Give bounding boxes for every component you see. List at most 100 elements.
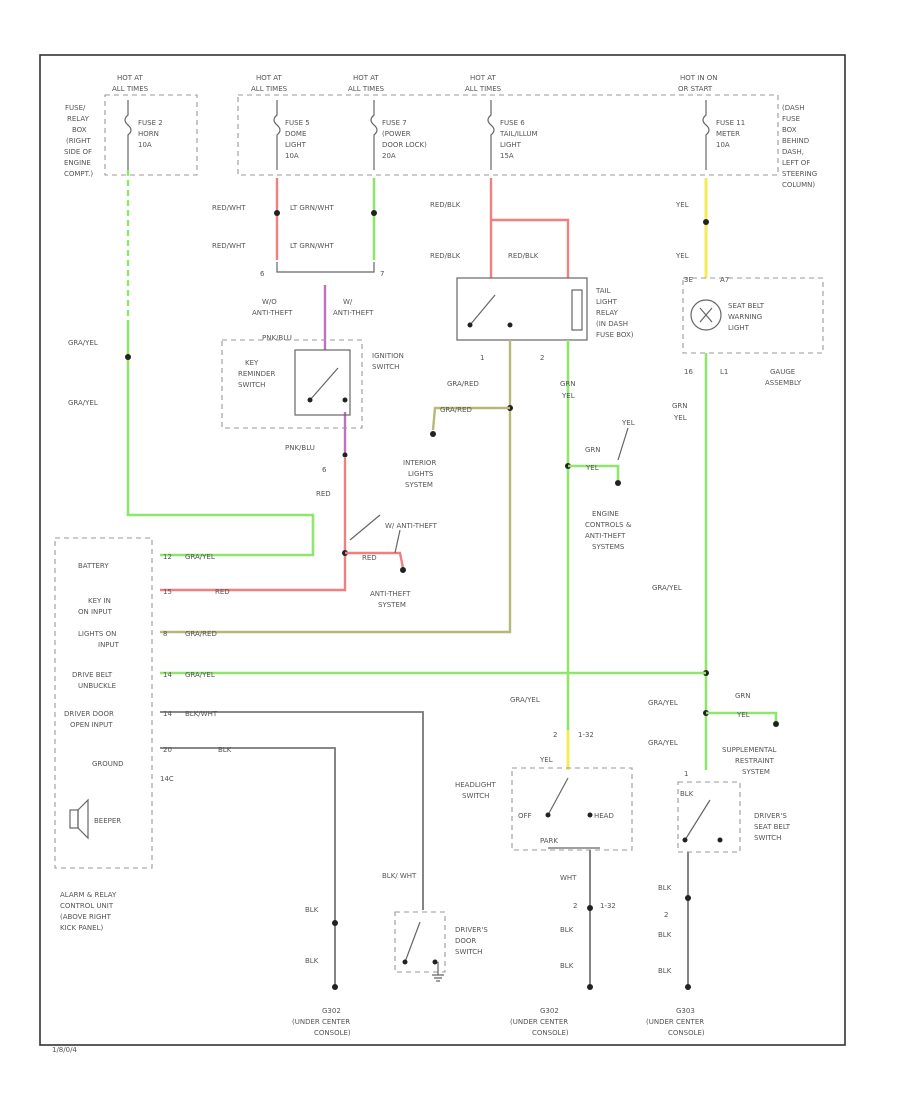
fuse-5-label-3: 10A [285, 152, 299, 160]
cu-pin-battery-label: BATTERY [78, 562, 109, 570]
connector-dot [685, 895, 691, 901]
right-box-label-4: DASH, [782, 148, 804, 156]
tail-relay-3: (IN DASH [596, 320, 628, 328]
headlight-pin-c: 2 [573, 902, 577, 910]
label-gra-yel-2: GRA/YEL [68, 399, 98, 407]
label-blk-g303-3: BLK [658, 967, 672, 975]
right-box-label-7: COLUMN) [782, 181, 815, 189]
antitheft-system-0: ANTI-THEFT [370, 590, 411, 598]
underhood-fuse-box [104, 94, 198, 176]
wire-gra-red [160, 340, 512, 634]
label-gra-yel-6: GRA/YEL [648, 739, 678, 747]
cu-title-1: CONTROL UNIT [60, 902, 114, 910]
wire-red [160, 458, 347, 592]
ignition-switch-1: SWITCH [372, 363, 399, 371]
left-box-label-6: COMPT.) [64, 170, 93, 178]
pin-6: 6 [260, 270, 265, 278]
label-blk: BLK [218, 746, 232, 754]
seat-belt-switch-1: SEAT BELT [754, 823, 791, 831]
label-w-antitheft: W/ ANTI-THEFT [385, 522, 438, 530]
label-gra-yel-3: GRA/YEL [652, 584, 682, 592]
g302b-label-2: CONSOLE) [532, 1029, 569, 1037]
cu-pin-battery: 12 [163, 553, 172, 561]
label-blk-g302a-1: BLK [305, 906, 319, 914]
wire-red-antitheft [345, 551, 405, 569]
g303-label-1: (UNDER CENTER [646, 1018, 704, 1026]
engine-controls-3: SYSTEMS [592, 543, 625, 551]
tail-light-relay [456, 277, 588, 341]
seat-belt-switch-2: SWITCH [754, 834, 781, 842]
g302b-label-1: (UNDER CENTER [510, 1018, 568, 1026]
headlight-pos-head: HEAD [594, 812, 614, 820]
label-gra-yel-5: GRA/YEL [648, 699, 678, 707]
fuse-6-label-3: 15A [500, 152, 514, 160]
hot-label-1-line2: ALL TIMES [112, 85, 149, 93]
seat-belt-pin-1: 1 [684, 770, 688, 778]
hot-labels: HOT AT ALL TIMES HOT AT ALL TIMES HOT AT… [112, 74, 718, 93]
seat-belt-light-2: LIGHT [728, 324, 750, 332]
gauge-pin-16: 16 [684, 368, 693, 376]
ignition-switch-0: IGNITION [372, 352, 404, 360]
left-box-label-3: (RIGHT [66, 137, 91, 145]
footer-code: 1/8/0/4 [52, 1046, 77, 1054]
connector-dot [332, 920, 338, 926]
label-gra-red-2: GRA/RED [440, 406, 472, 414]
left-box-label-0: FUSE/ [65, 104, 86, 112]
right-box-label-2: BOX [782, 126, 797, 134]
label-red-blk-1: RED/BLK [430, 201, 461, 209]
seat-belt-contact [682, 837, 688, 843]
hot-label-1-line1: HOT AT [117, 74, 144, 82]
label-blk-wht: BLK/WHT [185, 710, 218, 718]
label-yel-headlight: YEL [539, 756, 553, 764]
key-reminder-0: KEY [245, 359, 259, 367]
label-yel-fuse11-2: YEL [675, 252, 689, 260]
label-yel-b: YEL [621, 419, 635, 427]
label-grn-2: GRN [585, 446, 601, 454]
seat-belt-light-0: SEAT BELT [728, 302, 765, 310]
label-gra-yel-7: GRA/YEL [510, 696, 540, 704]
label-blk-seatbelt: BLK [680, 790, 694, 798]
door-switch-1: DOOR [455, 937, 476, 945]
splice-dot [125, 354, 131, 360]
fuse-6-symbol [487, 100, 495, 170]
fuse-5-label-2: LIGHT [285, 141, 307, 149]
label-blk-g303-1: BLK [658, 884, 672, 892]
ignition-switch-body [294, 349, 351, 416]
label-yel-4: YEL [736, 711, 750, 719]
headlight-pos-off: OFF [518, 812, 532, 820]
label-yel-2: YEL [585, 464, 599, 472]
cu-pin-door-label: DRIVER DOOR [64, 710, 114, 718]
fuse-6-label-1: TAIL/ILLUM [499, 130, 538, 138]
hot-label-2-line1: HOT AT [256, 74, 283, 82]
fuse-2-symbol [124, 100, 132, 170]
headlight-switch-0: HEADLIGHT [455, 781, 497, 789]
srs-ground [773, 721, 779, 727]
right-box-label-5: LEFT OF [782, 159, 810, 167]
wire-gra-yel-fuse2 [126, 320, 315, 557]
cu-pin-keyin-label2: ON INPUT [78, 608, 113, 616]
fuse-6-label-2: LIGHT [500, 141, 522, 149]
label-gra-red-3: GRA/RED [185, 630, 217, 638]
interior-lights-0: INTERIOR [403, 459, 436, 467]
right-box-label-3: BEHIND [782, 137, 809, 145]
left-box-label-1: RELAY [67, 115, 90, 123]
bulb-filament [699, 307, 713, 323]
srs-0: SUPPLEMENTAL [722, 746, 777, 754]
w-antitheft-0: W/ [343, 298, 353, 306]
right-box-label-6: STEERING [782, 170, 817, 178]
label-red-2: RED [362, 554, 377, 562]
cu-title-3: KICK PANEL) [60, 924, 103, 932]
label-pnk-blu: PNK/BLU [262, 334, 292, 342]
g302-ground-b [587, 984, 593, 990]
fuse-5-label-0: FUSE 5 [285, 119, 310, 127]
g303-ground [685, 984, 691, 990]
beeper-label: BEEPER [94, 817, 121, 825]
fuse-7-label-1: (POWER [382, 130, 411, 138]
label-grn-3: GRN [672, 402, 688, 410]
dash-fuse-box [237, 94, 779, 176]
tail-pin-2: 2 [540, 354, 544, 362]
relay-contact [467, 322, 473, 328]
cu-pin-keyin-label: KEY IN [88, 597, 111, 605]
g303-label-0: G303 [676, 1007, 695, 1015]
cu-pin-ground: 20 [163, 746, 172, 754]
